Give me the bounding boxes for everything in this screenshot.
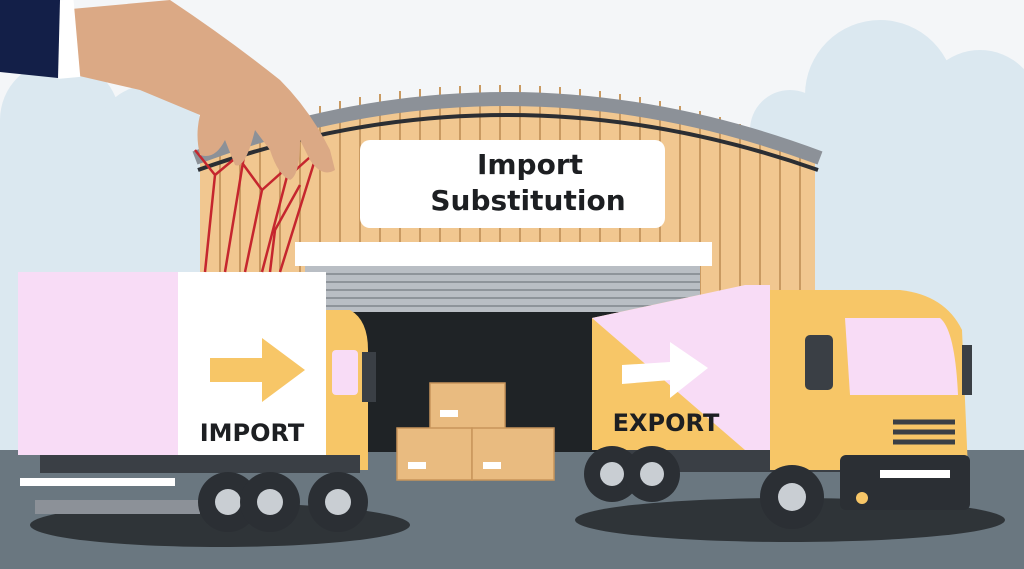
wheel: [240, 472, 300, 532]
wheel: [760, 465, 824, 529]
wheel: [584, 446, 640, 502]
puppeteer-hand: [0, 0, 335, 273]
sleeve: [0, 0, 60, 78]
import-label: IMPORT: [200, 419, 305, 447]
puppet-strings: [194, 146, 321, 273]
wheel: [624, 446, 680, 502]
export-label: EXPORT: [613, 409, 720, 437]
import-truck: IMPORT: [18, 272, 376, 532]
arrow-right-icon: [210, 338, 305, 402]
sign-line-2: Substitution: [430, 184, 625, 217]
cardboard-boxes: [396, 382, 555, 481]
arrow-right-icon: [622, 342, 708, 398]
wheel: [198, 472, 258, 532]
export-truck: EXPORT: [584, 285, 972, 529]
sign-line-1: Import: [477, 148, 583, 181]
warehouse-sign: Import Substitution: [360, 140, 665, 228]
wheel: [308, 472, 368, 532]
